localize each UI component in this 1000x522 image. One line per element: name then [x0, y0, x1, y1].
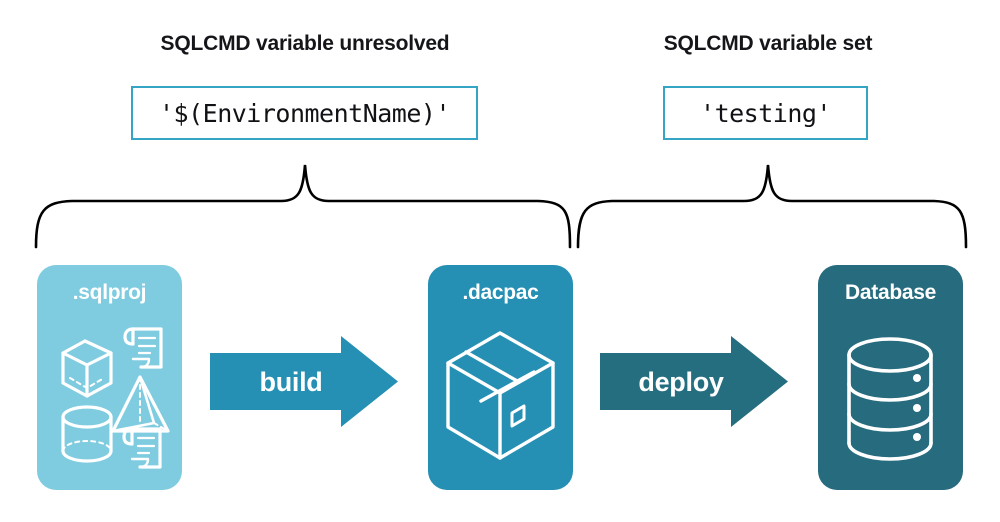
brace-right-icon	[576, 164, 968, 249]
value-text-testing: 'testing'	[700, 98, 831, 128]
package-box-icon	[446, 331, 555, 460]
database-cylinder-icon	[847, 337, 933, 461]
arrow-deploy-label: deploy	[638, 366, 724, 397]
pyramid-icon	[111, 375, 170, 433]
brace-left-icon	[34, 164, 572, 249]
arrow-build-label: build	[259, 366, 323, 397]
value-box-testing: 'testing'	[663, 86, 868, 140]
arrow-deploy-icon	[600, 336, 788, 427]
stage-label-database: Database	[845, 281, 936, 304]
heading-sqlcmd-variable-set: SQLCMD variable set	[663, 32, 873, 55]
stage-box-database: Database	[818, 265, 963, 490]
value-box-environment-name: '$(EnvironmentName)'	[131, 86, 478, 140]
stage-box-dacpac: .dacpac	[428, 265, 573, 490]
database-status-dots	[913, 374, 921, 441]
stage-label-sqlproj: .sqlproj	[72, 281, 147, 304]
database-artwork	[847, 337, 933, 461]
value-text-environment-name: '$(EnvironmentName)'	[158, 98, 451, 128]
sqlproj-artwork	[61, 327, 170, 469]
arrow-deploy: deploy	[598, 336, 788, 428]
cylinder-icon	[61, 405, 113, 463]
scroll-icon	[123, 327, 163, 369]
stage-box-sqlproj: .sqlproj	[37, 265, 182, 490]
cube-icon	[61, 339, 113, 398]
arrow-build-icon	[210, 336, 398, 427]
heading-sqlcmd-variable-unresolved: SQLCMD variable unresolved	[160, 32, 450, 55]
arrow-build: build	[208, 336, 398, 428]
dacpac-artwork	[446, 331, 555, 460]
stage-label-dacpac: .dacpac	[462, 281, 539, 304]
scroll-icon	[122, 427, 162, 469]
brace-group	[34, 164, 968, 249]
